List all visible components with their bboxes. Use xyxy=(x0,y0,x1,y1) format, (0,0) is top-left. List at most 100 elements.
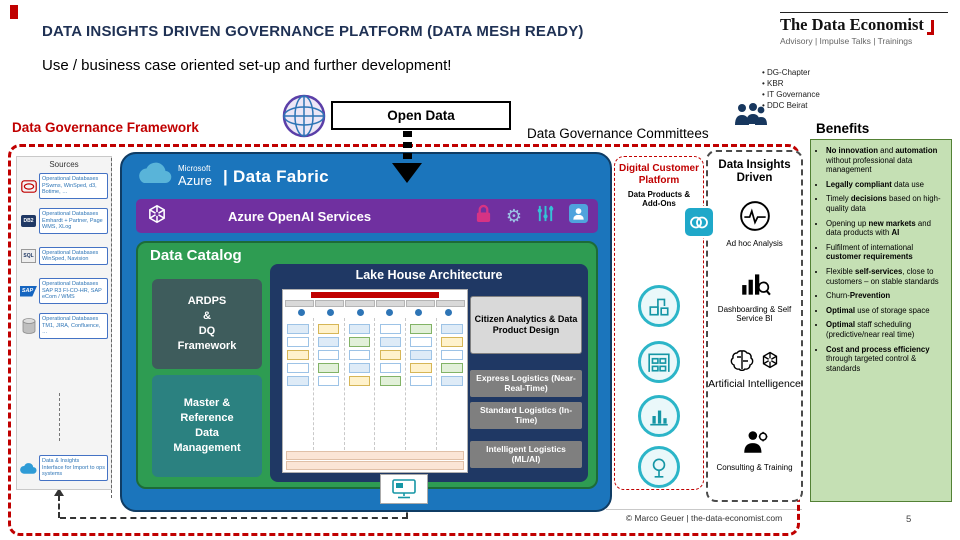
committees-label: Data Governance Committees xyxy=(527,126,709,141)
insights-item-dashboarding: Dashboarding & Self Service BI xyxy=(708,270,801,323)
benefit-item: Legally compliant data use xyxy=(826,180,947,190)
data-fabric-label: | Data Fabric xyxy=(222,166,329,186)
insights-item-ai: Artificial Intelligence xyxy=(708,348,801,390)
feedback-line xyxy=(60,517,408,519)
open-data-text: Open Data xyxy=(387,108,455,123)
endpoint-device-icon xyxy=(380,474,428,504)
committee-item: DDC Beirat xyxy=(762,100,820,111)
sources-divider xyxy=(111,158,112,498)
openai-services-label: Azure OpenAI Services xyxy=(228,208,372,224)
insights-title: Data Insights Driven xyxy=(718,159,791,184)
committee-item: KBR xyxy=(762,78,820,89)
feedback-line-left xyxy=(58,495,60,518)
integration-icon xyxy=(683,206,715,238)
committee-item: IT Governance xyxy=(762,89,820,100)
data-catalog-title: Data Catalog xyxy=(150,247,242,264)
standard-logistics-box: Standard Logistics (In-Time) xyxy=(470,402,582,429)
digital-customer-platform-panel: Digital Customer Platform Data Products … xyxy=(614,156,704,490)
sap-icon: SAP xyxy=(19,285,38,297)
pulse-icon xyxy=(739,201,771,236)
consultant-icon xyxy=(741,431,769,460)
committee-list: DG-Chapter KBR IT Governance DDC Beirat xyxy=(762,67,820,111)
equalizer-icon xyxy=(536,204,555,228)
sources-connector xyxy=(59,393,60,441)
page-number: 5 xyxy=(906,514,912,525)
express-logistics-box: Express Logistics (Near-Real-Time) xyxy=(470,370,582,397)
globe-icon xyxy=(282,94,326,143)
governance-framework-label: Data Governance Framework xyxy=(12,120,199,135)
data-product-analytics-icon xyxy=(638,395,680,437)
insights-item-consulting: Consulting & Training xyxy=(708,428,801,472)
brand-logo: The Data Economist Advisory | Impulse Ta… xyxy=(780,12,952,46)
lakehouse-diagram-thumbnail xyxy=(282,289,468,473)
gear-icon: ⚙ xyxy=(505,206,522,226)
benefit-item: Optimal use of storage space xyxy=(826,306,947,316)
logo-tagline: Advisory | Impulse Talks | Trainings xyxy=(780,36,913,46)
benefits-panel: No innovation and automation without pro… xyxy=(810,139,952,502)
open-data-label: Open Data xyxy=(331,101,511,130)
logo-accent xyxy=(926,20,934,35)
openai-bar-icons: ⚙ xyxy=(475,204,588,228)
footer-divider xyxy=(606,509,802,510)
dcp-title: Digital Customer Platform xyxy=(619,163,700,186)
insights-item-adhoc: Ad hoc Analysis xyxy=(708,200,801,248)
lake-house-architecture-box: Lake House Architecture xyxy=(270,264,588,482)
azure-openai-services-bar: Azure OpenAI Services ⚙ xyxy=(136,199,598,233)
benefit-item: No innovation and automation without pro… xyxy=(826,146,947,175)
benefits-title: Benefits xyxy=(816,121,870,136)
page-title: DATA INSIGHTS DRIVEN GOVERNANCE PLATFORM… xyxy=(42,23,584,40)
logo-rule xyxy=(780,12,948,13)
user-badge-icon xyxy=(569,204,588,228)
benefit-item: Cost and process efficiency through targ… xyxy=(826,345,947,374)
dashboard-chart-icon xyxy=(739,274,771,302)
azure-data-fabric-box: Microsoft Azure | Data Fabric Azure Open… xyxy=(120,152,612,512)
openai-logo-icon-black xyxy=(760,350,780,375)
down-arrow-shaft xyxy=(403,131,412,165)
benefit-item: Opening up new markets and data products… xyxy=(826,219,947,238)
citizen-analytics-box: Citizen Analytics & Data Product Design xyxy=(470,296,582,354)
logo-name: The Data Economist xyxy=(780,15,924,34)
benefit-item: Churn-Prevention xyxy=(826,291,947,301)
sql-server-icon: SQL xyxy=(20,249,37,263)
lock-icon xyxy=(475,204,492,228)
benefit-item: Timely decisions based on high-quality d… xyxy=(826,194,947,213)
people-icon xyxy=(733,101,767,132)
down-arrow-icon xyxy=(392,163,422,183)
up-arrow-icon xyxy=(54,488,64,496)
intelligent-logistics-box: Intelligent Logistics (ML/AI) xyxy=(470,441,582,468)
corner-accent xyxy=(10,5,18,19)
azure-header: Microsoft Azure | Data Fabric xyxy=(136,162,329,191)
db2-icon: DB2 xyxy=(20,215,37,227)
benefit-item: Flexible self-services, close to custome… xyxy=(826,267,947,286)
azure-cloud-icon xyxy=(136,162,172,191)
brain-icon xyxy=(729,348,755,377)
sources-title: Sources xyxy=(49,160,79,169)
page-subtitle: Use / business case oriented set-up and … xyxy=(42,57,452,74)
benefit-item: Optimal staff scheduling (predictive/nea… xyxy=(826,320,947,339)
data-product-logistics-icon xyxy=(638,285,680,327)
dcp-subtitle: Data Products & Add-Ons xyxy=(627,190,691,208)
cloud-data-icon xyxy=(20,462,37,475)
openai-logo-icon xyxy=(146,203,168,230)
database-icon xyxy=(20,318,37,334)
benefit-item: Fulfilment of international customer req… xyxy=(826,243,947,262)
data-product-warehouse-icon xyxy=(638,341,680,383)
copyright: © Marco Geuer | the-data-economist.com xyxy=(625,513,783,523)
data-product-location-icon xyxy=(638,446,680,488)
azure-brand: Microsoft Azure xyxy=(178,164,212,188)
committee-item: DG-Chapter xyxy=(762,67,820,78)
